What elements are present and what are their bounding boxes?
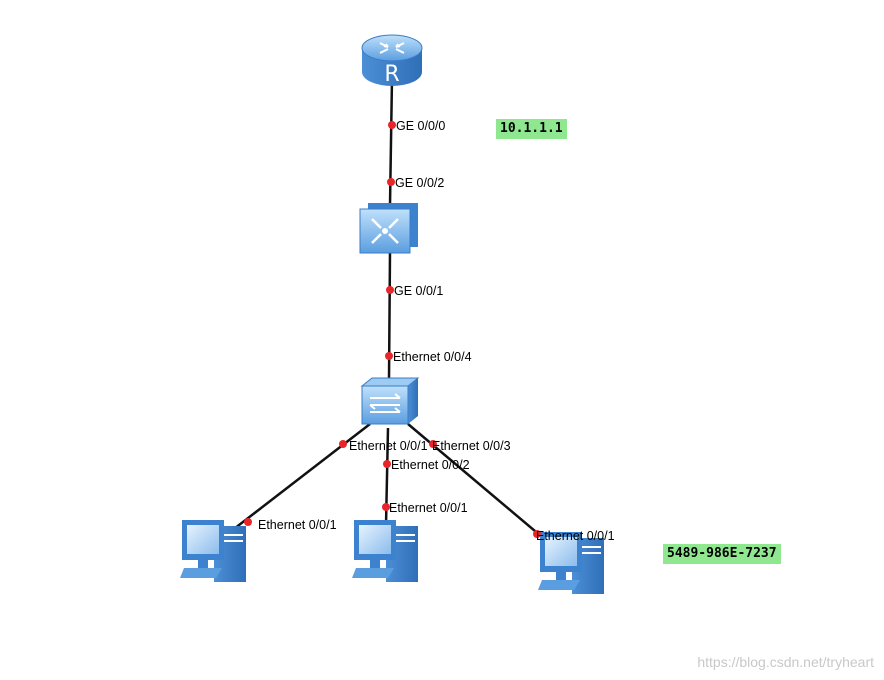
port-dot bbox=[339, 440, 347, 448]
monitor-icon bbox=[359, 525, 391, 554]
watermark: https://blog.csdn.net/tryheart bbox=[697, 654, 874, 670]
port-dot bbox=[429, 440, 437, 448]
monitor-icon bbox=[545, 537, 577, 566]
port-dot bbox=[244, 518, 252, 526]
router-device[interactable]: R bbox=[361, 34, 423, 87]
crossed-arrows-icon bbox=[371, 218, 399, 244]
port-label-pc2-eth001: Ethernet 0/0/1 bbox=[389, 501, 468, 515]
monitor-icon bbox=[187, 525, 219, 554]
port-dot bbox=[385, 352, 393, 360]
port-label-pc3-eth001: Ethernet 0/0/1 bbox=[536, 529, 615, 543]
links bbox=[229, 77, 549, 543]
mac-address-note: 5489-986E-7237 bbox=[663, 544, 781, 564]
port-label-l3-ge001: GE 0/0/1 bbox=[394, 284, 443, 298]
port-label-l2-eth002: Ethernet 0/0/2 bbox=[391, 458, 470, 472]
port-label-l2-eth004: Ethernet 0/0/4 bbox=[393, 350, 472, 364]
port-label-router-ge000: GE 0/0/0 bbox=[396, 119, 445, 133]
link-l2switch-pc1 bbox=[229, 423, 371, 533]
port-dot bbox=[386, 286, 394, 294]
port-dot bbox=[388, 121, 396, 129]
port-label-l3-ge002: GE 0/0/2 bbox=[395, 176, 444, 190]
l3-switch-device[interactable] bbox=[359, 203, 418, 254]
port-dot bbox=[533, 530, 541, 538]
port-label-pc1-eth001: Ethernet 0/0/1 bbox=[258, 518, 337, 532]
ip-address-note: 10.1.1.1 bbox=[496, 119, 567, 139]
port-labels: GE 0/0/0 GE 0/0/2 GE 0/0/1 Ethernet 0/0/… bbox=[258, 119, 615, 543]
router-label: R bbox=[384, 62, 399, 87]
port-label-l2-eth003: Ethernet 0/0/3 bbox=[432, 439, 511, 453]
l2-switch-device[interactable] bbox=[360, 377, 420, 425]
port-dot bbox=[387, 178, 395, 186]
arrows-icon bbox=[379, 42, 405, 54]
port-dot bbox=[383, 460, 391, 468]
port-label-l2-eth001: Ethernet 0/0/1 bbox=[349, 439, 428, 453]
pc-2[interactable] bbox=[352, 520, 418, 582]
link-l3switch-l2switch bbox=[387, 251, 392, 381]
pc-1[interactable] bbox=[180, 520, 246, 582]
port-dot bbox=[382, 503, 390, 511]
swap-arrows-icon bbox=[369, 393, 401, 413]
pc-3[interactable] bbox=[538, 532, 604, 594]
port-dots bbox=[244, 121, 541, 538]
